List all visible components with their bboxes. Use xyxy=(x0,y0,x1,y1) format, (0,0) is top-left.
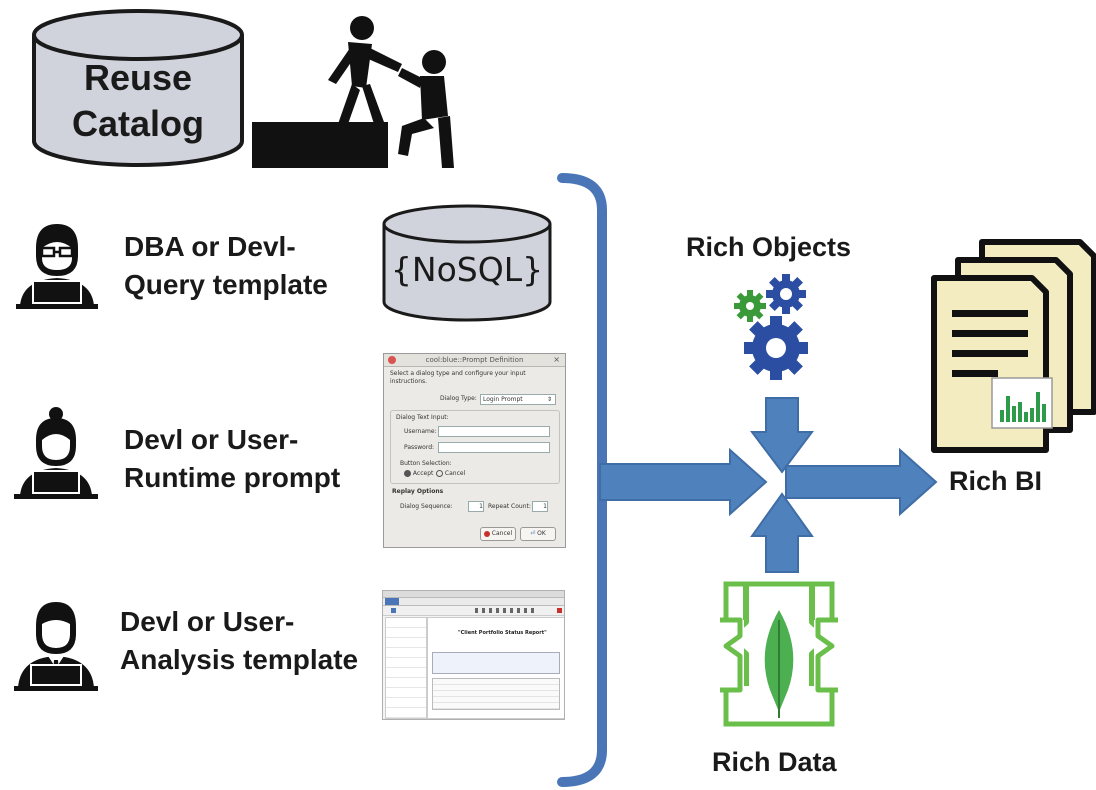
dialog-title: cool:blue::Prompt Definition xyxy=(425,356,524,364)
role-label-runtime-prompt: Devl or User- Runtime prompt xyxy=(124,421,340,497)
accept-radio[interactable]: Accept xyxy=(404,470,433,477)
dialog-sequence-spinner[interactable]: 1 xyxy=(468,501,484,512)
arrow-from-bracket xyxy=(599,447,768,517)
dialog-text-input-header: Dialog Text Input: xyxy=(396,414,449,421)
arrow-to-rich-bi xyxy=(785,447,938,517)
developer-with-glasses-icon xyxy=(16,224,98,309)
dialog-instruction: Select a dialog type and configure your … xyxy=(390,370,526,385)
dialog-titlebar: cool:blue::Prompt Definition × xyxy=(384,354,565,367)
ok-button-label: OK xyxy=(537,530,546,537)
nosql-cylinder xyxy=(382,204,552,322)
role-label-analysis-template: Devl or User- Analysis template xyxy=(120,603,358,679)
analysis-template-screenshot: "Client Portfolio Status Report" xyxy=(382,590,565,720)
password-label: Password: xyxy=(404,444,435,451)
dialog-cancel-button[interactable]: Cancel xyxy=(480,527,516,541)
role-query-line2: Query template xyxy=(124,269,328,300)
analysis-report-title: "Client Portfolio Status Report" xyxy=(458,630,547,636)
role-query-line1: DBA or Devl- xyxy=(124,231,296,262)
dialog-type-select[interactable]: Login Prompt ⇕ xyxy=(480,394,556,405)
helping-hand-icon xyxy=(252,16,454,168)
analysis-tabbar xyxy=(383,598,564,606)
radio-unselected-icon xyxy=(436,470,443,477)
analysis-query-block xyxy=(432,652,560,674)
repeat-count-value: 1 xyxy=(543,503,547,510)
role-analysis-line1: Devl or User- xyxy=(120,606,295,637)
mongodb-leaf-icon xyxy=(704,581,854,727)
gears-icon xyxy=(734,274,808,380)
dialog-sequence-value: 1 xyxy=(479,503,483,510)
nosql-label: {NoSQL} xyxy=(390,250,544,289)
dialog-window-close-icon: × xyxy=(553,355,560,364)
role-analysis-line2: Analysis template xyxy=(120,644,359,675)
password-field[interactable] xyxy=(438,442,550,453)
arrow-from-rich-objects xyxy=(750,397,814,474)
repeat-count-spinner[interactable]: 1 xyxy=(532,501,548,512)
dialog-type-label: Dialog Type: xyxy=(440,395,477,402)
ok-arrow-icon: ⏎ xyxy=(530,530,536,537)
flow-arrows xyxy=(599,397,938,573)
mini-bar-chart-icon xyxy=(991,377,1053,429)
developer-woman-icon xyxy=(14,407,98,499)
analysis-tree-pane xyxy=(385,617,427,719)
reuse-catalog-cylinder xyxy=(32,9,244,167)
toolbar-save-icon[interactable] xyxy=(391,608,396,613)
cancel-radio[interactable]: Cancel xyxy=(436,470,465,477)
small-blue-gear xyxy=(766,274,806,314)
reuse-catalog-label: Reuse Catalog xyxy=(30,55,246,147)
analysis-menubar xyxy=(383,591,564,598)
role-runtime-line1: Devl or User- xyxy=(124,424,299,455)
analysis-editor-pane: "Client Portfolio Status Report" xyxy=(427,617,564,719)
rich-data-label: Rich Data xyxy=(712,747,837,777)
username-label: Username: xyxy=(404,428,437,435)
small-green-gear xyxy=(734,290,766,322)
dialog-sequence-label: Dialog Sequence: xyxy=(400,503,453,510)
cancel-stop-icon xyxy=(483,530,490,537)
analysis-table-block xyxy=(432,678,560,710)
dialog-type-value: Login Prompt xyxy=(483,396,523,403)
arrow-from-rich-data xyxy=(750,492,814,573)
toolbar-format-icons[interactable] xyxy=(475,608,535,613)
runtime-prompt-dialog-screenshot: cool:blue::Prompt Definition × Select a … xyxy=(383,353,566,548)
reuse-catalog-line1: Reuse xyxy=(83,57,193,98)
dialog-ok-button[interactable]: ⏎ OK xyxy=(520,527,556,541)
accept-radio-label: Accept xyxy=(412,470,434,477)
role-label-query-template: DBA or Devl- Query template xyxy=(124,228,328,304)
repeat-count-label: Repeat Count: xyxy=(488,503,531,510)
radio-selected-icon xyxy=(404,470,411,477)
rich-bi-label: Rich BI xyxy=(949,466,1043,496)
cancel-radio-label: Cancel xyxy=(444,470,466,477)
rich-objects-label: Rich Objects xyxy=(686,232,852,262)
dialog-close-icon xyxy=(388,356,396,364)
analysis-toolbar xyxy=(383,606,564,616)
bi-documents-icon xyxy=(931,239,1096,453)
cancel-button-label: Cancel xyxy=(491,530,513,537)
toolbar-delete-icon[interactable] xyxy=(557,608,562,613)
dialog-text-input-group xyxy=(390,410,560,484)
button-selection-label: Button Selection: xyxy=(400,460,452,467)
role-runtime-line2: Runtime prompt xyxy=(124,462,341,493)
username-field[interactable] xyxy=(438,426,550,437)
large-blue-gear xyxy=(744,316,808,380)
businessman-icon xyxy=(14,602,98,691)
replay-options-header: Replay Options xyxy=(392,488,444,495)
analysis-tab-active[interactable] xyxy=(385,598,399,605)
select-chevron-icon: ⇕ xyxy=(546,396,552,403)
reuse-catalog-line2: Catalog xyxy=(71,103,204,144)
